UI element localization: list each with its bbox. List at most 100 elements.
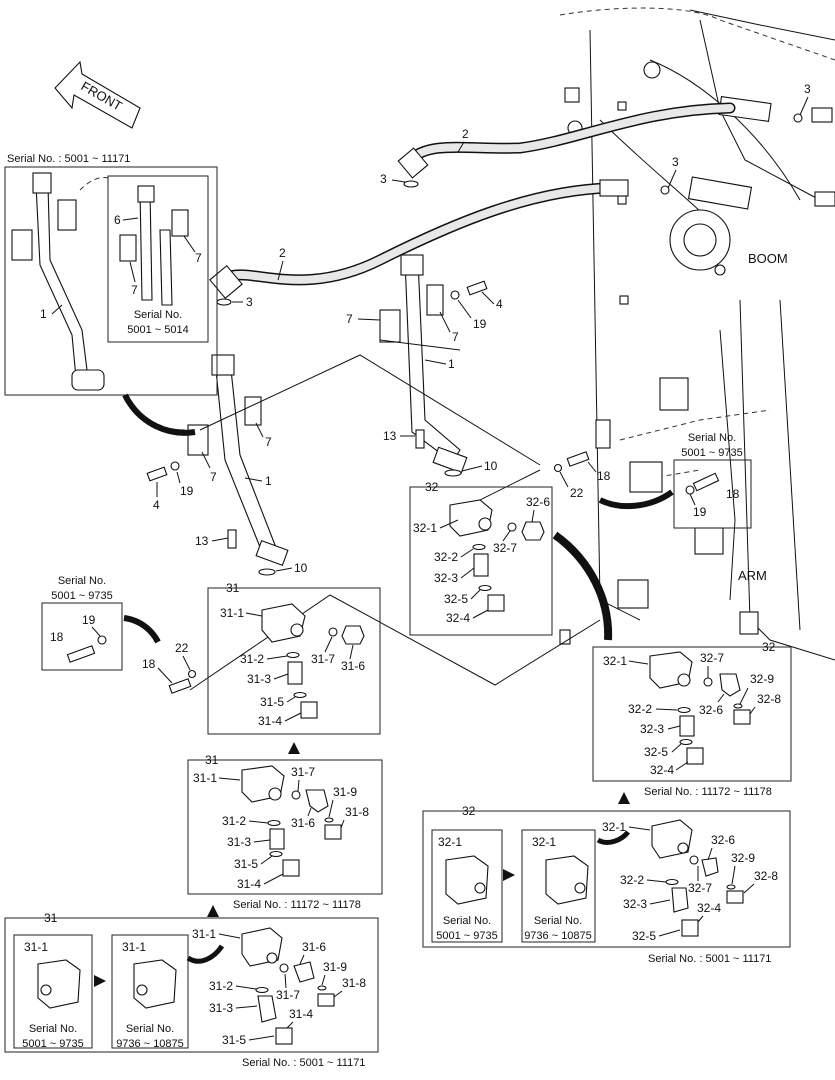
g32-label-32-7: 32-7: [493, 541, 517, 555]
callout-7: 7: [452, 330, 459, 344]
g32-label-32-3: 32-3: [434, 571, 458, 585]
g32-label-32-2: 32-2: [434, 550, 458, 564]
callout-4: 4: [153, 498, 160, 512]
inset-l-label-18: 18: [50, 630, 64, 644]
g31b-label: 31-4: [289, 1007, 313, 1021]
g32b-sub-a-line2: 5001 ~ 9735: [436, 930, 497, 942]
g31-label-31-5: 31-5: [260, 695, 284, 709]
g32b-title: 32: [462, 804, 476, 818]
g32b-label: 32-1: [602, 820, 626, 834]
group-31-main: 31 31-1 31-2 31-3 31-5 31-4 31-7 31-6: [207, 581, 381, 735]
g31m-label: 31-6: [291, 816, 315, 830]
inset-top-left: Serial No. : 5001 ~ 11171 1 6 7 7 Serial…: [4, 153, 218, 436]
callout-7: 7: [210, 470, 217, 484]
g32r-label: 32-4: [650, 763, 674, 777]
g31b-sub-b-line2: 9736 ~ 10875: [116, 1038, 184, 1050]
g32b-sub-b-line1: Serial No.: [534, 915, 582, 927]
g31b-serial: Serial No. : 5001 ~ 11171: [242, 1057, 365, 1069]
g31b-sub-a-line2: 5001 ~ 9735: [22, 1038, 83, 1050]
g31b-label: 31-6: [302, 940, 326, 954]
g32r-label: 32-3: [640, 722, 664, 736]
hoses-2: [209, 102, 736, 300]
g32-label-32-5: 32-5: [444, 592, 468, 606]
g31m-label: 31-2: [222, 814, 246, 828]
callout-3: 3: [804, 82, 811, 96]
group-32-bottom: 32 32-1 Serial No. 5001 ~ 9735 32-1 Seri…: [422, 804, 791, 965]
front-direction-arrow: FRONT: [54, 60, 141, 129]
g32r-label: 32-1: [603, 654, 627, 668]
g32r-serial: Serial No. : 11172 ~ 11178: [644, 786, 772, 798]
g31-title: 31: [226, 581, 240, 595]
callout-2: 2: [462, 127, 469, 141]
g32b-label: 32-3: [623, 897, 647, 911]
callout-3: 3: [380, 172, 387, 186]
g32-label-32-6: 32-6: [526, 495, 550, 509]
g31b-sub-b-label: 31-1: [122, 940, 146, 954]
group-31-mid: 31 31-1 31-7 31-9 31-8 31-2 31-6 31-3 31…: [187, 753, 383, 911]
g31m-label: 31-4: [237, 877, 261, 891]
group-32-right: 32 32-1 32-7 32-9 32-8 32-6 32-2 32-3 32…: [592, 640, 792, 798]
inset-serial-18-left: Serial No. 5001 ~ 9735 18 19: [41, 575, 161, 671]
group-31-bottom: 31 31-1 Serial No. 5001 ~ 9735 31-1 Seri…: [4, 911, 379, 1069]
inset-sub-serial-line1: Serial No.: [134, 309, 182, 321]
g31b-label: 31-9: [323, 960, 347, 974]
g32b-sub-a-label: 32-1: [438, 835, 462, 849]
pointer-triangle: [288, 742, 300, 754]
callout-19: 19: [180, 484, 194, 498]
callout-22: 22: [175, 641, 189, 655]
inset-r-label-19: 19: [693, 505, 707, 519]
inset-l-line1: Serial No.: [58, 575, 106, 587]
pointer-triangle: [207, 905, 219, 917]
callout-1: 1: [265, 474, 272, 488]
boom-structure: [559, 7, 835, 661]
g32b-serial: Serial No. : 5001 ~ 11171: [648, 953, 771, 965]
inset-serial-18-right: Serial No. 5001 ~ 9735 18 19: [598, 432, 752, 529]
g32b-label: 32-5: [632, 929, 656, 943]
g32r-label: 32-7: [700, 651, 724, 665]
callout-13: 13: [195, 534, 209, 548]
g31b-label: 31-1: [192, 927, 216, 941]
g31m-label: 31-3: [227, 835, 251, 849]
g31b-sub-b-line1: Serial No.: [126, 1023, 174, 1035]
g31-label-31-1: 31-1: [220, 606, 244, 620]
g31m-serial: Serial No. : 11172 ~ 11178: [233, 899, 361, 911]
g31b-sub-a-line1: Serial No.: [29, 1023, 77, 1035]
g31-label-31-4: 31-4: [258, 714, 282, 728]
g32b-label: 32-2: [620, 873, 644, 887]
callout-7: 7: [265, 435, 272, 449]
callout-3: 3: [672, 155, 679, 169]
inset-label-7: 7: [131, 283, 138, 297]
g32b-sub-b-label: 32-1: [532, 835, 556, 849]
inset-l-label-19: 19: [82, 613, 96, 627]
pipes-1: [146, 180, 601, 694]
g32r-label: 32-8: [757, 692, 781, 706]
callout-22: 22: [570, 486, 584, 500]
top-callouts: 3 3 3 3 2 2 1 1 4 4 19 19 7 7 7 7 13 13: [142, 82, 811, 684]
g31m-title: 31: [205, 753, 219, 767]
callout-19: 19: [473, 317, 487, 331]
g32-label-32-4: 32-4: [446, 611, 470, 625]
g32-title: 32: [425, 480, 439, 494]
g32b-sub-b-line2: 9736 ~ 10875: [524, 930, 592, 942]
pointer-triangle: [503, 869, 515, 881]
pointer-triangle: [94, 975, 106, 987]
g31b-title: 31: [44, 911, 58, 925]
inset-label-7: 7: [195, 251, 202, 265]
inset-r-line2: 5001 ~ 9735: [681, 447, 742, 459]
callout-18: 18: [142, 657, 156, 671]
g32b-label: 32-9: [731, 851, 755, 865]
g32b-label: 32-8: [754, 869, 778, 883]
inset-r-line1: Serial No.: [688, 432, 736, 444]
g32r-label: 32-2: [628, 702, 652, 716]
g32r-label: 32-5: [644, 745, 668, 759]
g31-label-31-3: 31-3: [247, 672, 271, 686]
pointer-triangle: [618, 792, 630, 804]
g31-label-31-2: 31-2: [240, 652, 264, 666]
g31b-label: 31-5: [222, 1033, 246, 1047]
boom-label: BOOM: [748, 251, 788, 266]
callout-4: 4: [496, 297, 503, 311]
g32r-label: 32-6: [699, 703, 723, 717]
g31b-label: 31-3: [209, 1001, 233, 1015]
inset-label-1: 1: [40, 307, 47, 321]
